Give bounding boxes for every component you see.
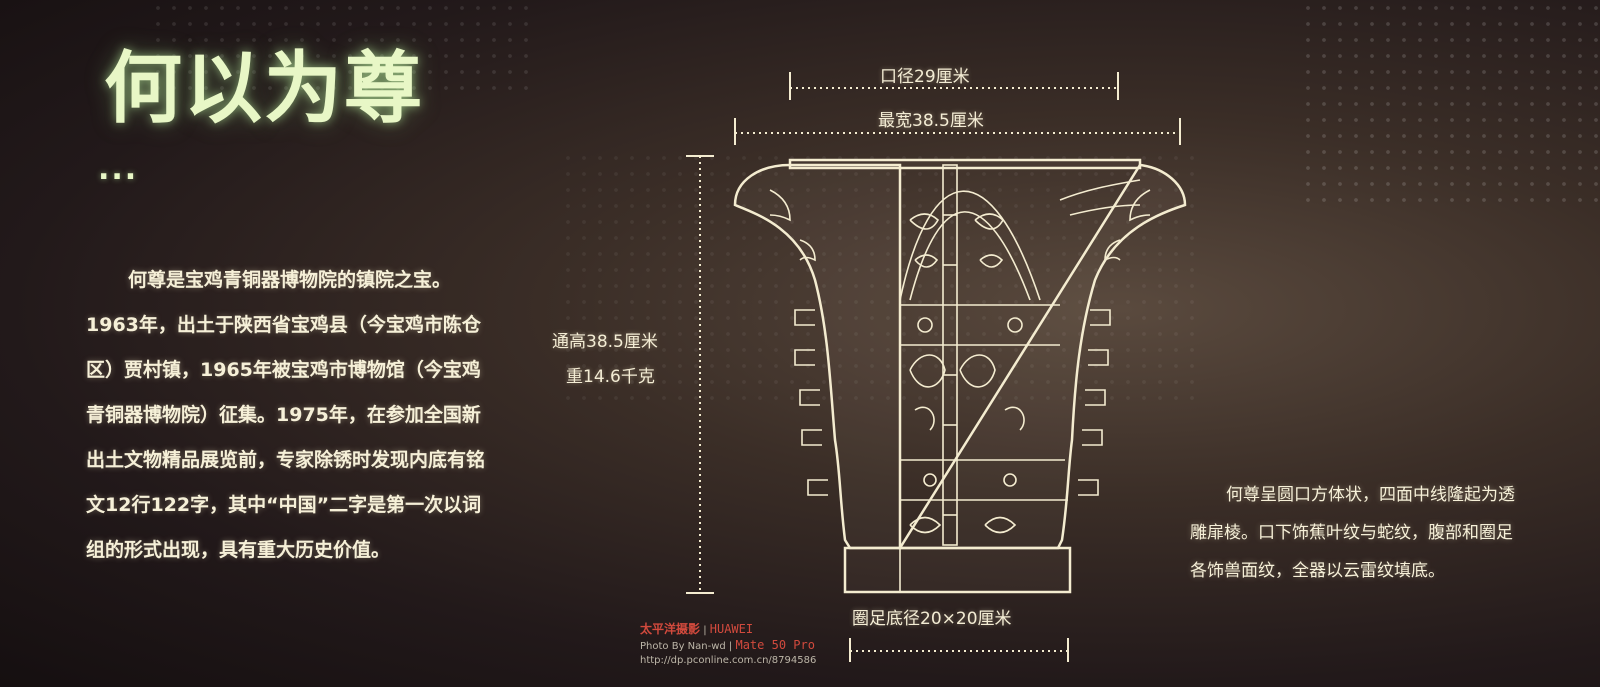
watermark-brand: 太平洋摄影	[640, 622, 701, 636]
intro-paragraph: 何尊是宝鸡青铜器博物院的镇院之宝。1963年，出土于陕西省宝鸡县（今宝鸡市陈仓区…	[86, 269, 486, 561]
watermark-url: http://dp.pconline.com.cn/8794586	[640, 655, 817, 666]
height-label: 通高38.5厘米	[552, 332, 658, 352]
title-ellipsis: ...	[98, 152, 139, 187]
weight-label: 重14.6千克	[566, 367, 655, 387]
watermark-credit: Photo By Nan-wd	[640, 641, 726, 652]
mouth-diameter-label: 口径29厘米	[880, 67, 970, 87]
watermark-phone-model: Mate 50 Pro	[735, 638, 815, 652]
max-width-label: 最宽38.5厘米	[878, 111, 984, 131]
vessel-ornament	[769, 164, 1151, 592]
page-title: 何以为尊	[104, 43, 425, 134]
description-paragraph: 何尊呈圆口方体状，四面中线隆起为透雕扉棱。口下饰蕉叶纹与蛇纹，腹部和圈足各饰兽面…	[1190, 485, 1515, 581]
vessel-outline	[733, 158, 1187, 594]
foot-diameter-label: 圈足底径20×20厘米	[852, 609, 1012, 629]
watermark-phone-brand: HUAWEI	[709, 622, 754, 636]
photo-watermark: 太平洋摄影 | HUAWEI Photo By Nan-wd | Mate 50…	[640, 622, 817, 666]
